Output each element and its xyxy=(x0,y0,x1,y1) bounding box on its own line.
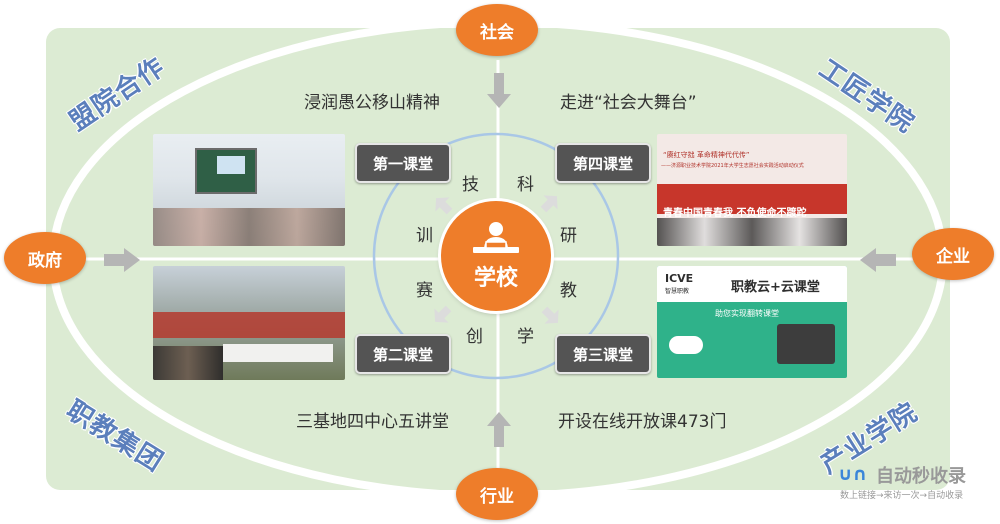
arrow-right-icon xyxy=(104,248,140,272)
class-tag-third: 第三课堂 xyxy=(555,334,651,374)
caption-top-right: 走进“社会大舞台” xyxy=(560,93,697,113)
photo-classroom xyxy=(153,134,345,246)
photo-banner-text: 青春中国青春我 不负使命不踱跎 xyxy=(663,208,807,219)
node-industry: 行业 xyxy=(456,468,538,520)
photo-screen xyxy=(217,156,245,174)
watermark-title: 自动秒收录 xyxy=(876,466,966,487)
icve-subline: 助您实现翻转课堂 xyxy=(715,309,779,318)
inner-circle xyxy=(372,132,620,380)
photo-red-banner xyxy=(153,312,345,338)
icve-headline: 职教云+云课堂 xyxy=(731,280,820,295)
arrow-diagonal-icon xyxy=(434,305,452,323)
photo-red-banner xyxy=(657,184,847,214)
photo-students xyxy=(153,208,345,246)
watermark-logo-icon: ∪∩ xyxy=(838,464,868,485)
photo-outdoor-group xyxy=(153,266,345,380)
center-school: 学校 xyxy=(441,201,551,311)
skill-chuang: 创 xyxy=(466,327,483,347)
icve-brand: ICVE xyxy=(665,272,694,285)
photo-people xyxy=(153,346,223,380)
arrow-up-icon xyxy=(487,412,511,447)
photo-blackboard xyxy=(195,148,257,194)
node-arrows xyxy=(104,73,896,447)
skill-sai: 赛 xyxy=(416,281,433,301)
arrow-down-icon xyxy=(487,73,511,108)
skill-xun: 训 xyxy=(416,226,433,246)
arrow-diagonal-icon xyxy=(435,197,453,215)
photo-group xyxy=(657,218,847,246)
photo-title-line2: ——济源职业技术学院2021年大学生志愿社会实践活动启动仪式 xyxy=(661,163,804,169)
watermark: ∪∩ 自动秒收录 数上链接→来访一次→自动收录 xyxy=(830,462,990,502)
arrow-left-icon xyxy=(860,248,896,272)
photo-title-line1: “赓红守拙 革命精神代代传” xyxy=(663,151,750,159)
caption-bottom-right: 开设在线开放课473门 xyxy=(558,412,727,432)
node-government: 政府 xyxy=(4,232,86,284)
icve-brand-sub: 智慧职教 xyxy=(665,288,690,295)
skill-ke: 科 xyxy=(517,175,534,195)
photo-white-banner xyxy=(223,344,333,362)
caption-bottom-left: 三基地四中心五讲堂 xyxy=(296,412,449,432)
class-tag-fourth: 第四课堂 xyxy=(555,143,651,183)
cloud-icon xyxy=(669,336,703,354)
watermark-subtitle: 数上链接→来访一次→自动收录 xyxy=(840,491,964,501)
photo-header-strip xyxy=(657,266,847,302)
skill-xue: 学 xyxy=(517,327,534,347)
arrow-diagonal-icon xyxy=(541,306,559,324)
class-tag-first: 第一课堂 xyxy=(355,143,451,183)
photo-fourth-ceremony: “赓红守拙 革命精神代代传” ——济源职业技术学院2021年大学生志愿社会实践活… xyxy=(657,134,847,246)
caption-top-left: 浸润愚公移山精神 xyxy=(304,93,440,113)
center-label: 学校 xyxy=(473,266,518,291)
photo-icve-banner: ICVE 智慧职教 职教云+云课堂 助您实现翻转课堂 xyxy=(657,266,847,378)
arrow-diagonal-icon xyxy=(540,195,558,213)
teacher-at-desk-icon xyxy=(473,222,519,253)
node-society: 社会 xyxy=(456,4,538,56)
node-enterprise: 企业 xyxy=(912,228,994,280)
diagonal-arrows xyxy=(434,195,559,324)
tablet-icon xyxy=(777,324,835,364)
class-tag-second: 第二课堂 xyxy=(355,334,451,374)
skill-yan: 研 xyxy=(560,226,577,246)
skill-jiao: 教 xyxy=(560,281,577,301)
skill-ji: 技 xyxy=(462,175,479,195)
